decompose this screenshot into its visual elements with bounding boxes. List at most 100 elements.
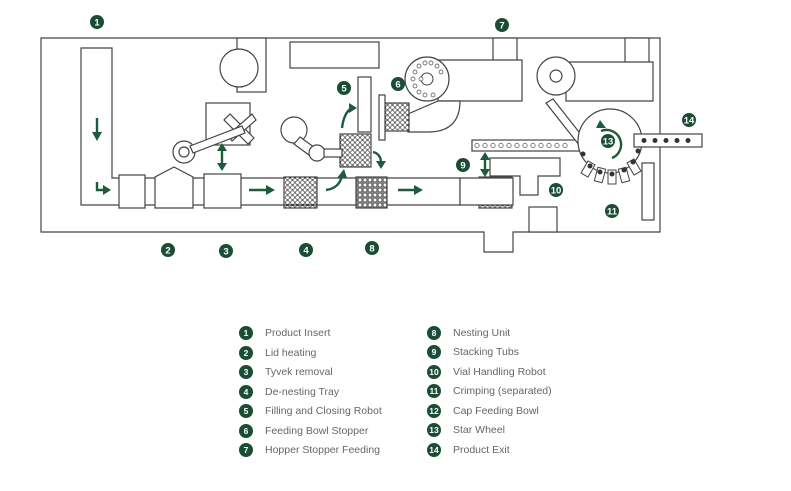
legend-number: 3 bbox=[239, 365, 253, 379]
machine-outline bbox=[40, 37, 661, 253]
legend-item: 9 Stacking Tubs bbox=[427, 344, 519, 360]
svg-text:14: 14 bbox=[684, 116, 695, 127]
legend-label: Lid heating bbox=[265, 347, 317, 359]
legend-number: 10 bbox=[427, 365, 441, 379]
legend-number: 2 bbox=[239, 346, 253, 360]
legend-number: 9 bbox=[427, 345, 441, 359]
svg-text:8: 8 bbox=[369, 244, 374, 255]
legend-label: Stacking Tubs bbox=[453, 346, 519, 358]
legend-label: Feeding Bowl Stopper bbox=[265, 425, 369, 437]
legend-number: 6 bbox=[239, 424, 253, 438]
legend-label: Nesting Unit bbox=[453, 327, 511, 339]
legend-item: 7 Hopper Stopper Feeding bbox=[239, 442, 380, 458]
svg-text:2: 2 bbox=[165, 246, 170, 257]
legend-number: 11 bbox=[427, 384, 441, 398]
legend-number: 4 bbox=[239, 385, 253, 399]
legend-label: Tyvek removal bbox=[265, 366, 333, 378]
legend-item: 8 Nesting Unit bbox=[427, 325, 510, 341]
marker-5: 5 bbox=[337, 81, 351, 95]
vial-robot-base bbox=[489, 157, 561, 196]
exit-vials bbox=[641, 138, 691, 143]
svg-text:6: 6 bbox=[395, 80, 400, 91]
legend-item: 11 Crimping (separated) bbox=[427, 383, 552, 399]
tyvek-robot-arm bbox=[189, 125, 246, 154]
legend-number: 1 bbox=[239, 326, 253, 340]
nesting-tray bbox=[355, 176, 388, 209]
hopper-chute bbox=[437, 59, 523, 102]
top-panel bbox=[289, 41, 380, 69]
legend-label: Product Insert bbox=[265, 327, 331, 339]
svg-text:9: 9 bbox=[460, 161, 465, 172]
legend-item: 12 Cap Feeding Bowl bbox=[427, 403, 539, 419]
marker-2: 2 bbox=[161, 243, 175, 257]
svg-text:5: 5 bbox=[341, 84, 347, 95]
tyvek-robot-pivot bbox=[178, 146, 190, 158]
legend-label: Cap Feeding Bowl bbox=[453, 405, 539, 417]
feeding-bowl-vials bbox=[410, 60, 444, 98]
filling-tray bbox=[339, 133, 372, 168]
marker-10: 10 bbox=[549, 183, 563, 197]
legend-item: 5 Filling and Closing Robot bbox=[239, 403, 382, 419]
svg-text:3: 3 bbox=[223, 247, 228, 258]
denesting-tray bbox=[283, 176, 318, 209]
hopper-curve bbox=[407, 100, 461, 133]
star-wheel-vials bbox=[580, 148, 641, 177]
legend-item: 4 De-nesting Tray bbox=[239, 384, 339, 400]
filling-robot-base bbox=[280, 116, 308, 144]
star-wheel-pockets bbox=[580, 158, 642, 185]
legend-item: 3 Tyvek removal bbox=[239, 364, 333, 380]
lid-heater bbox=[154, 166, 194, 209]
tyvek-station bbox=[203, 173, 242, 209]
cap-bowl-hub bbox=[549, 69, 563, 83]
marker-1: 1 bbox=[90, 15, 104, 29]
marker-6: 6 bbox=[391, 77, 405, 91]
bowl-left bbox=[219, 48, 259, 88]
legend-label: De-nesting Tray bbox=[265, 386, 340, 398]
marker-14: 14 bbox=[682, 113, 696, 127]
legend-label: Star Wheel bbox=[453, 424, 505, 436]
robot-column bbox=[357, 76, 372, 133]
marker-8: 8 bbox=[365, 241, 379, 255]
legend-label: Crimping (separated) bbox=[453, 385, 552, 397]
legend-number: 14 bbox=[427, 443, 441, 457]
station-1 bbox=[118, 174, 146, 209]
marker-4: 4 bbox=[299, 243, 313, 257]
legend-item: 6 Feeding Bowl Stopper bbox=[239, 423, 368, 439]
marker-7: 7 bbox=[495, 18, 509, 32]
svg-text:1: 1 bbox=[94, 18, 100, 29]
legend-number: 5 bbox=[239, 404, 253, 418]
stacking-conveyor bbox=[471, 139, 586, 152]
flow-arrows bbox=[92, 103, 623, 195]
legend-item: 10 Vial Handling Robot bbox=[427, 364, 546, 380]
marker-9: 9 bbox=[456, 158, 470, 172]
svg-text:7: 7 bbox=[499, 21, 504, 32]
crimping-box bbox=[528, 206, 558, 233]
legend-item: 1 Product Insert bbox=[239, 325, 330, 341]
legend-label: Hopper Stopper Feeding bbox=[265, 444, 380, 456]
legend-number: 12 bbox=[427, 404, 441, 418]
filling-robot-link bbox=[323, 148, 343, 158]
legend-item: 14 Product Exit bbox=[427, 442, 510, 458]
legend-item: 2 Lid heating bbox=[239, 345, 316, 361]
stopper-tray bbox=[384, 102, 410, 132]
svg-text:11: 11 bbox=[607, 207, 618, 218]
legend-label: Filling and Closing Robot bbox=[265, 405, 382, 417]
svg-text:4: 4 bbox=[303, 246, 309, 257]
legend-label: Vial Handling Robot bbox=[453, 366, 546, 378]
exit-conveyor bbox=[459, 177, 514, 206]
marker-13: 13 bbox=[601, 134, 615, 148]
legend-number: 7 bbox=[239, 443, 253, 457]
legend-number: 8 bbox=[427, 326, 441, 340]
svg-text:13: 13 bbox=[603, 137, 614, 148]
filling-robot-joint bbox=[308, 144, 326, 162]
marker-11: 11 bbox=[605, 204, 619, 218]
legend-item: 13 Star Wheel bbox=[427, 422, 505, 438]
crimp-rail bbox=[641, 162, 655, 221]
legend-label: Product Exit bbox=[453, 444, 510, 456]
marker-3: 3 bbox=[219, 244, 233, 258]
stacking-conveyor-vials bbox=[474, 142, 568, 149]
legend-number: 13 bbox=[427, 423, 441, 437]
svg-text:10: 10 bbox=[551, 186, 562, 197]
stopper-rail bbox=[378, 94, 386, 141]
